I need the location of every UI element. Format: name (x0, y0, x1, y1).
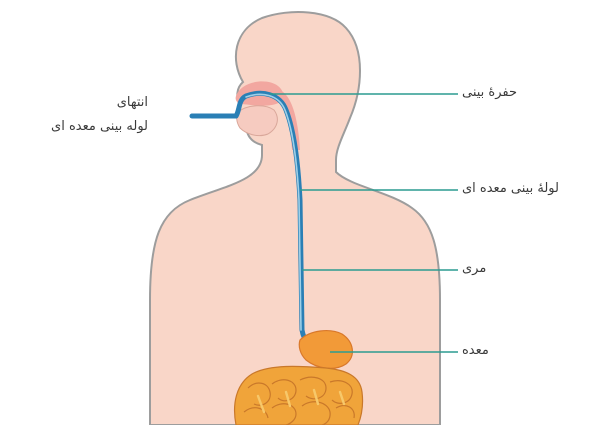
intestines (235, 366, 363, 425)
label-nasal-cavity: حفرهٔ بینی (462, 86, 517, 101)
label-ng-tube: لولهٔ بینی معده ای (462, 182, 559, 197)
body-outline (150, 12, 440, 425)
label-tube-end-line1: انتهای (117, 96, 148, 111)
label-esophagus: مری (462, 262, 486, 277)
label-stomach: معده (462, 344, 489, 359)
label-tube-end-line2: لوله بینی معده ای (51, 120, 148, 135)
oral-cavity (237, 106, 278, 136)
